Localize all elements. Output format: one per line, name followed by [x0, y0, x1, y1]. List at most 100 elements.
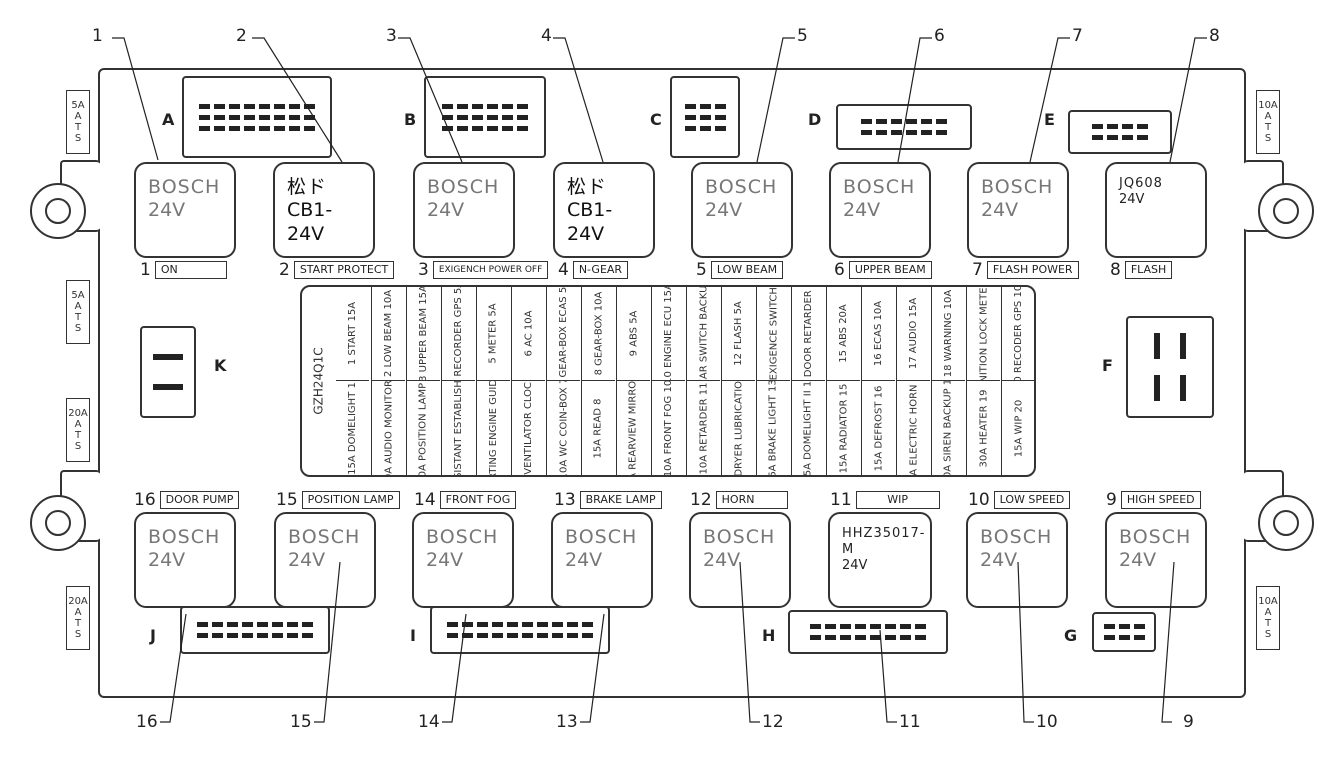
- mounting-hole-right-top: [1258, 183, 1314, 239]
- connector-label-a: A: [162, 110, 175, 129]
- connector-k: [140, 326, 196, 418]
- mounting-hole-right-bottom: [1258, 495, 1314, 551]
- connector-a: [182, 76, 332, 158]
- connector-g: [1092, 612, 1156, 652]
- fuse-box-outline: [98, 68, 1246, 698]
- callout-6: 6: [934, 26, 945, 46]
- connector-j: [180, 606, 330, 654]
- callout-13: 13: [556, 712, 578, 732]
- callout-15: 15: [290, 712, 312, 732]
- connector-label-d: D: [808, 110, 822, 129]
- connector-f: [1126, 316, 1214, 418]
- callout-5: 5: [797, 26, 808, 46]
- mounting-hole-left-bottom: [30, 495, 86, 551]
- callout-14: 14: [418, 712, 440, 732]
- connector-label-f: F: [1102, 356, 1113, 375]
- callout-16: 16: [136, 712, 158, 732]
- callout-7: 7: [1072, 26, 1083, 46]
- connector-label-g: G: [1064, 626, 1078, 645]
- callout-11: 11: [899, 712, 921, 732]
- callout-12: 12: [762, 712, 784, 732]
- connector-label-e: E: [1044, 110, 1055, 129]
- callout-1: 1: [92, 26, 103, 46]
- connector-label-i: I: [410, 626, 416, 645]
- callout-2: 2: [236, 26, 247, 46]
- connector-label-k: K: [214, 356, 227, 375]
- callout-8: 8: [1209, 26, 1220, 46]
- connector-label-h: H: [762, 626, 776, 645]
- callout-4: 4: [541, 26, 552, 46]
- connector-label-b: B: [404, 110, 417, 129]
- connector-label-j: J: [150, 626, 156, 645]
- connector-h: [788, 610, 948, 654]
- connector-c: [670, 76, 740, 158]
- callout-9: 9: [1183, 712, 1194, 732]
- connector-e: [1068, 110, 1172, 154]
- callout-3: 3: [386, 26, 397, 46]
- callout-10: 10: [1036, 712, 1058, 732]
- connector-label-c: C: [650, 110, 662, 129]
- connector-i: [430, 606, 610, 654]
- mounting-hole-left-top: [30, 183, 86, 239]
